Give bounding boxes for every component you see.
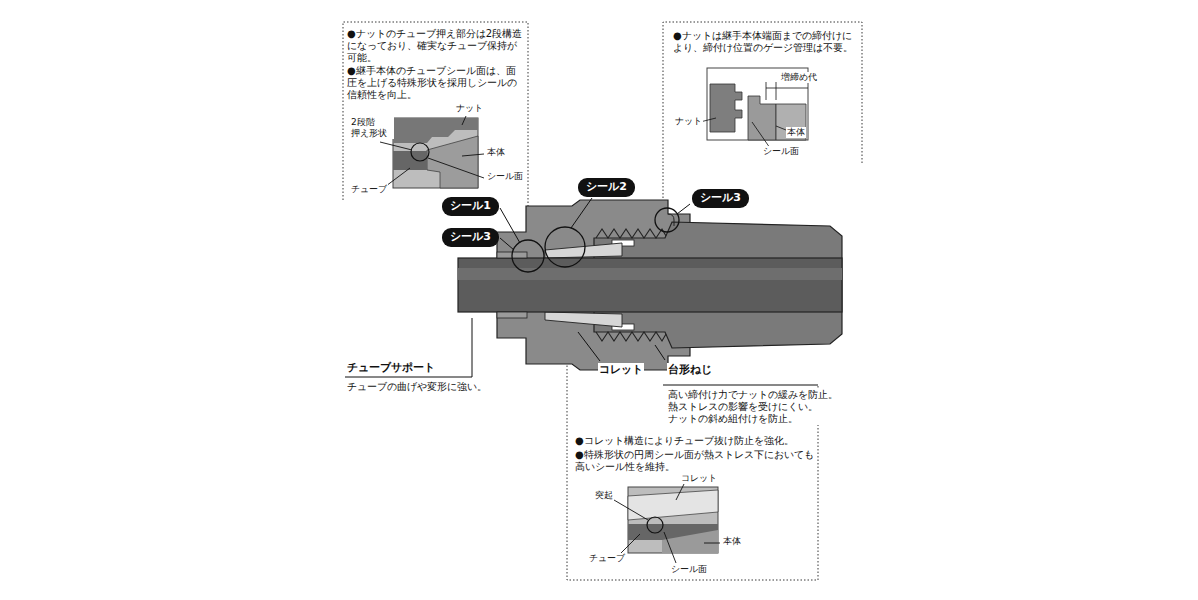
part-label: シール面 (670, 564, 708, 575)
part-label: コレット (680, 473, 718, 484)
callout-number: シール3 (700, 192, 741, 204)
part-label: ナット (455, 103, 484, 114)
feature-title: 台形ねじ (667, 363, 713, 376)
part-label: チューブ (588, 553, 626, 564)
note-text: ●継手本体のチューブシール面は、面圧を上げる特殊形状を採用しシールの信頼性を向上… (346, 65, 524, 101)
note-text: ●ナットのチューブ押え部分は2段構造になっており、確実なチューブ保持が可能。 (346, 28, 524, 64)
callout-badge: シール2 (578, 178, 635, 197)
part-label: 本体 (786, 127, 806, 138)
feature-text: 高い締付け力でナットの緩みを防止。 熱ストレスの影響を受けにくい。 ナットの斜め… (667, 389, 851, 425)
callout-badge: シール1 (442, 197, 499, 216)
feature-title: チューブサポート (346, 361, 436, 374)
callout-number: シール3 (450, 231, 491, 243)
callout-number: シール1 (450, 200, 491, 212)
feature-text: チューブの曲げや変形に強い。 (346, 381, 488, 393)
feature-title: コレット (598, 363, 644, 376)
part-label: チューブ (350, 184, 388, 195)
part-label: シール面 (486, 171, 524, 182)
note-text: ●ナットは継手本体端面までの締付けにより、締付け位置のゲージ管理は不要。 (672, 30, 860, 54)
part-label: シール面 (762, 146, 800, 157)
part-label: 2段階 押え形状 (350, 117, 394, 139)
note-text: ●特殊形状の円周シール面が熱ストレス下においても高いシール性を維持。 (574, 449, 816, 473)
part-label: 突起 (594, 490, 614, 501)
dimension-label: 増締め代 (780, 72, 818, 83)
part-label: ナット (674, 116, 703, 127)
callout-number: シール2 (586, 181, 627, 193)
callout-badge: シール3 (692, 189, 749, 208)
part-label: 本体 (722, 536, 742, 547)
part-label: 本体 (486, 147, 506, 158)
note-text: ●コレット構造によりチューブ抜け防止を強化。 (574, 435, 795, 447)
callout-badge: シール3 (442, 228, 499, 247)
